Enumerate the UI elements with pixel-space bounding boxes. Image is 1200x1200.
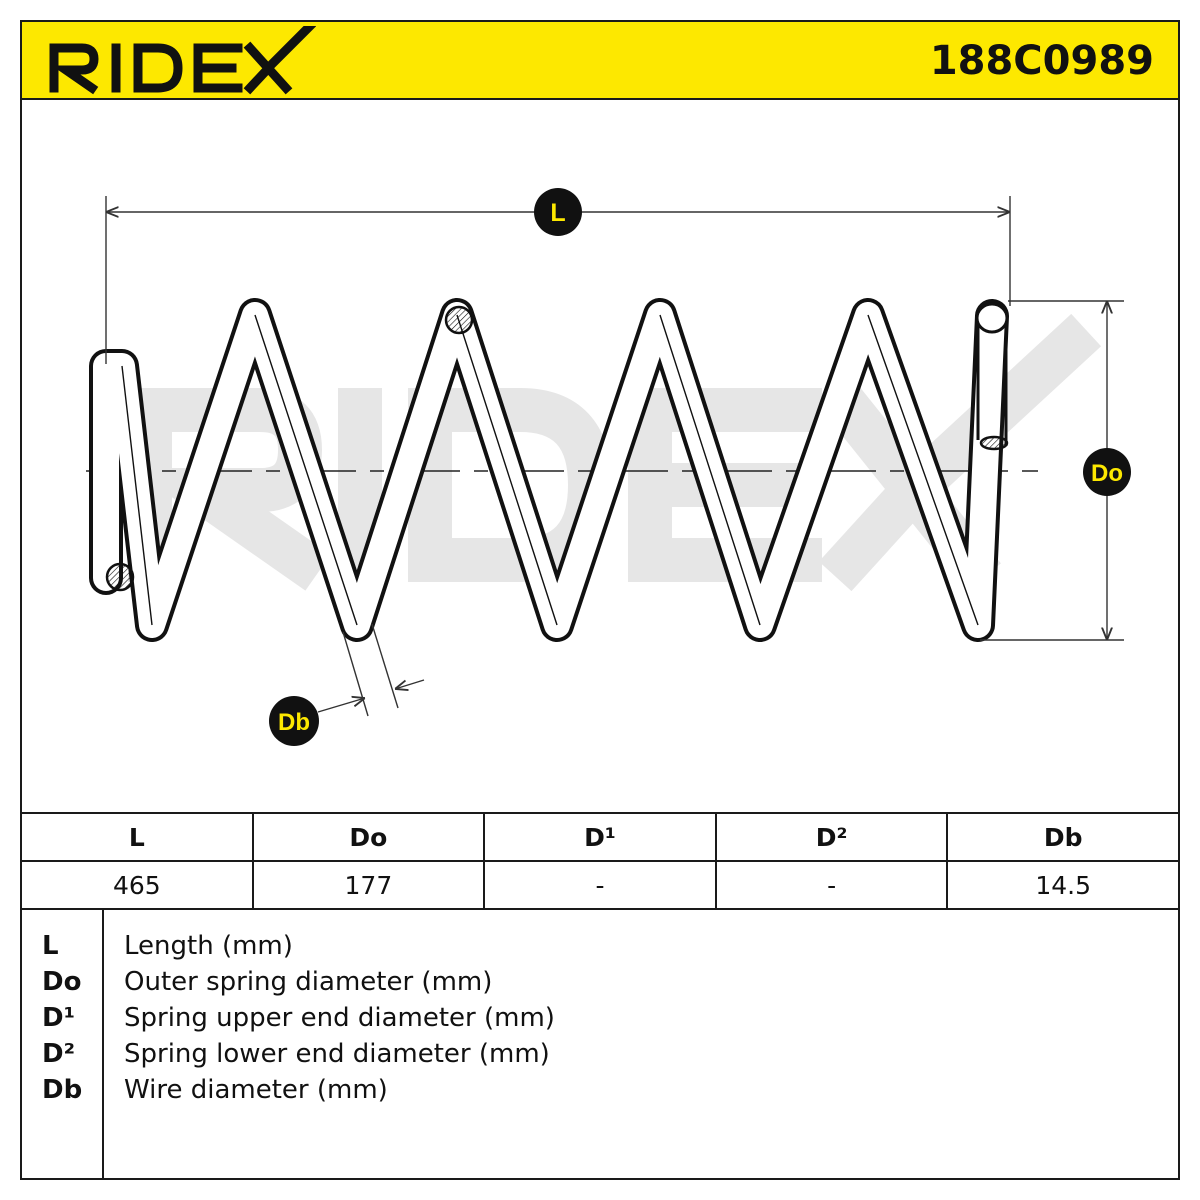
wire-diameter-badge-label: Db: [278, 709, 310, 736]
spec-value-cell: 465: [20, 860, 254, 910]
legend-symbol: Do: [42, 967, 82, 997]
legend-symbol: L: [42, 931, 59, 961]
header-bar: 188C0989: [20, 20, 1180, 100]
spec-value-cell: 177: [251, 860, 486, 910]
spec-value-cell: 14.5: [946, 860, 1180, 910]
legend-panel: L Length (mm) Do Outer spring diameter (…: [20, 910, 1180, 1180]
legend-description: Spring lower end diameter (mm): [124, 1039, 550, 1069]
spec-table-header-row: L Do D¹ D² Db: [20, 812, 1180, 862]
wire-diameter-badge: [269, 696, 319, 746]
spec-table-value-row: 465 177 - - 14.5: [20, 860, 1180, 910]
legend-description: Spring upper end diameter (mm): [124, 1003, 555, 1033]
legend-symbol: D¹: [42, 1003, 75, 1033]
legend-description: Outer spring diameter (mm): [124, 967, 493, 997]
spec-header-cell: Do: [251, 812, 486, 862]
wire-diameter-dimension: [317, 623, 425, 717]
spec-value-cell: -: [483, 860, 717, 910]
legend-description: Length (mm): [124, 931, 293, 961]
spring-coil: [89, 298, 1009, 642]
spec-header-cell: L: [20, 812, 254, 862]
legend-symbol: Db: [42, 1075, 83, 1105]
outer-diameter-badge-label: Do: [1091, 460, 1123, 487]
spring-diagram: L Do Db: [86, 188, 1131, 746]
legend-symbol: D²: [42, 1039, 75, 1069]
spec-value-cell: -: [714, 860, 949, 910]
ridex-logo: [49, 26, 316, 95]
spec-header-cell: Db: [946, 812, 1180, 862]
spec-table: L Do D¹ D² Db 465 177 - - 14.5: [20, 812, 1180, 910]
spec-header-cell: D²: [714, 812, 949, 862]
legend-description: Wire diameter (mm): [124, 1075, 388, 1105]
length-badge: [534, 188, 582, 236]
spec-header-cell: D¹: [483, 812, 717, 862]
outer-diameter-badge: [1083, 448, 1131, 496]
length-badge-label: L: [550, 199, 565, 227]
legend-divider: [102, 910, 104, 1178]
part-number: 188C0989: [929, 38, 1154, 84]
